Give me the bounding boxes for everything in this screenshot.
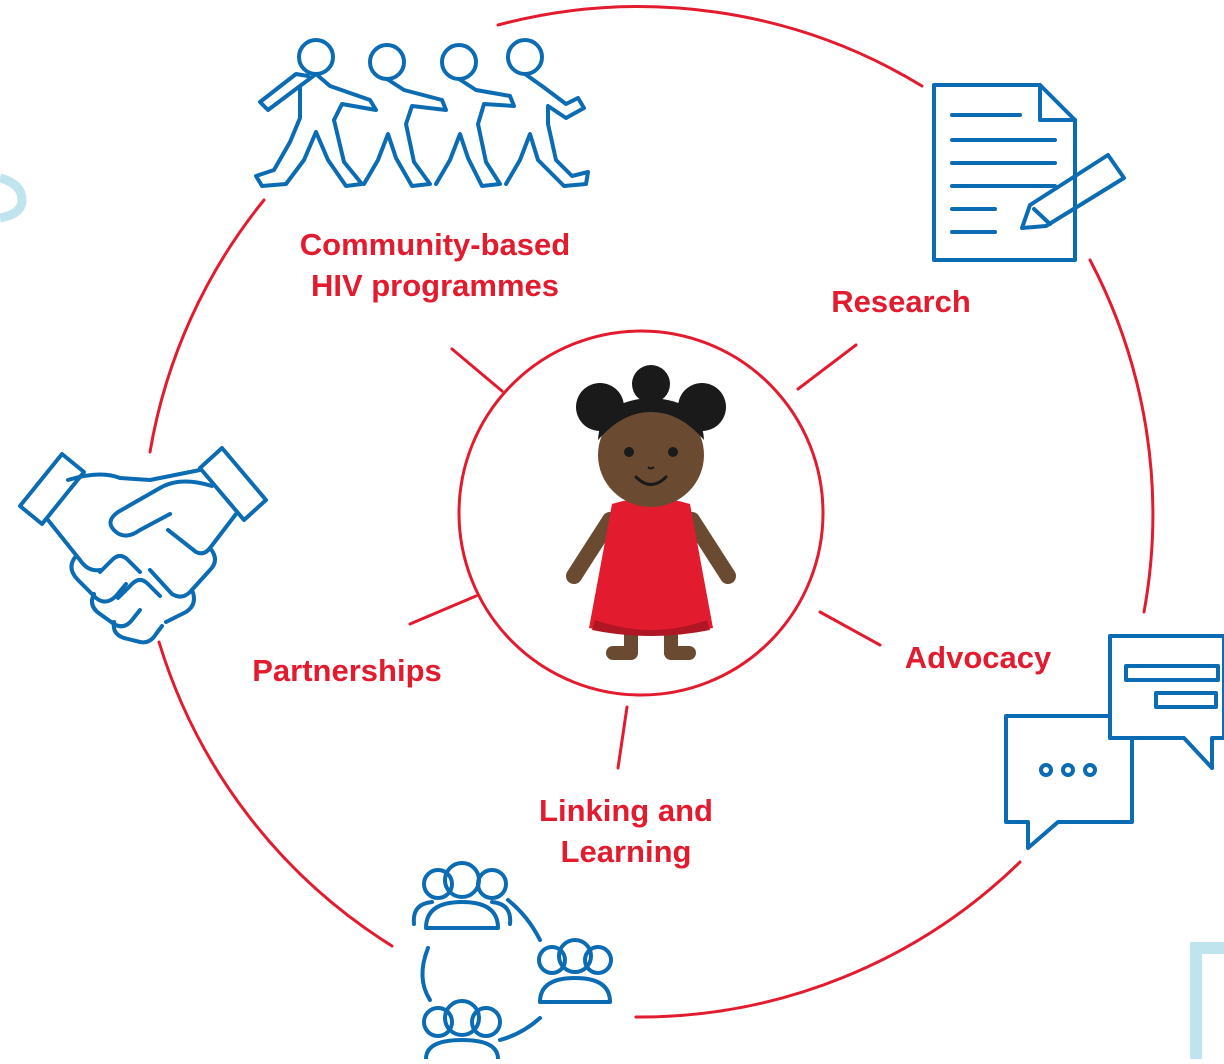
label-community-line2: HIV programmes bbox=[310, 268, 560, 303]
child-figure bbox=[566, 365, 736, 660]
label-linking-line1: Linking and bbox=[539, 793, 713, 828]
outer-ring bbox=[148, 5, 1155, 1019]
handshake-icon bbox=[18, 446, 268, 645]
label-advocacy: Advocacy bbox=[880, 637, 1076, 678]
edge-decoration bbox=[1190, 942, 1224, 1059]
label-advocacy-line1: Advocacy bbox=[904, 640, 1052, 675]
network-groups-icon bbox=[411, 861, 613, 1061]
label-community-line1: Community-based bbox=[299, 227, 571, 262]
label-research-line1: Research bbox=[831, 284, 971, 319]
chat-bubbles-icon bbox=[1004, 634, 1224, 850]
spokes bbox=[408, 343, 882, 770]
document-pen-icon bbox=[932, 83, 1126, 262]
edge-decoration bbox=[0, 173, 27, 223]
label-research: Research bbox=[806, 281, 996, 322]
label-partnerships-line1: Partnerships bbox=[252, 653, 442, 688]
label-partnerships: Partnerships bbox=[222, 650, 472, 691]
people-chain-icon bbox=[254, 38, 590, 188]
label-community: Community-based HIV programmes bbox=[264, 224, 606, 306]
inner-circle bbox=[457, 329, 825, 697]
label-linking-line2: Learning bbox=[560, 834, 692, 869]
label-linking: Linking and Learning bbox=[510, 790, 742, 872]
